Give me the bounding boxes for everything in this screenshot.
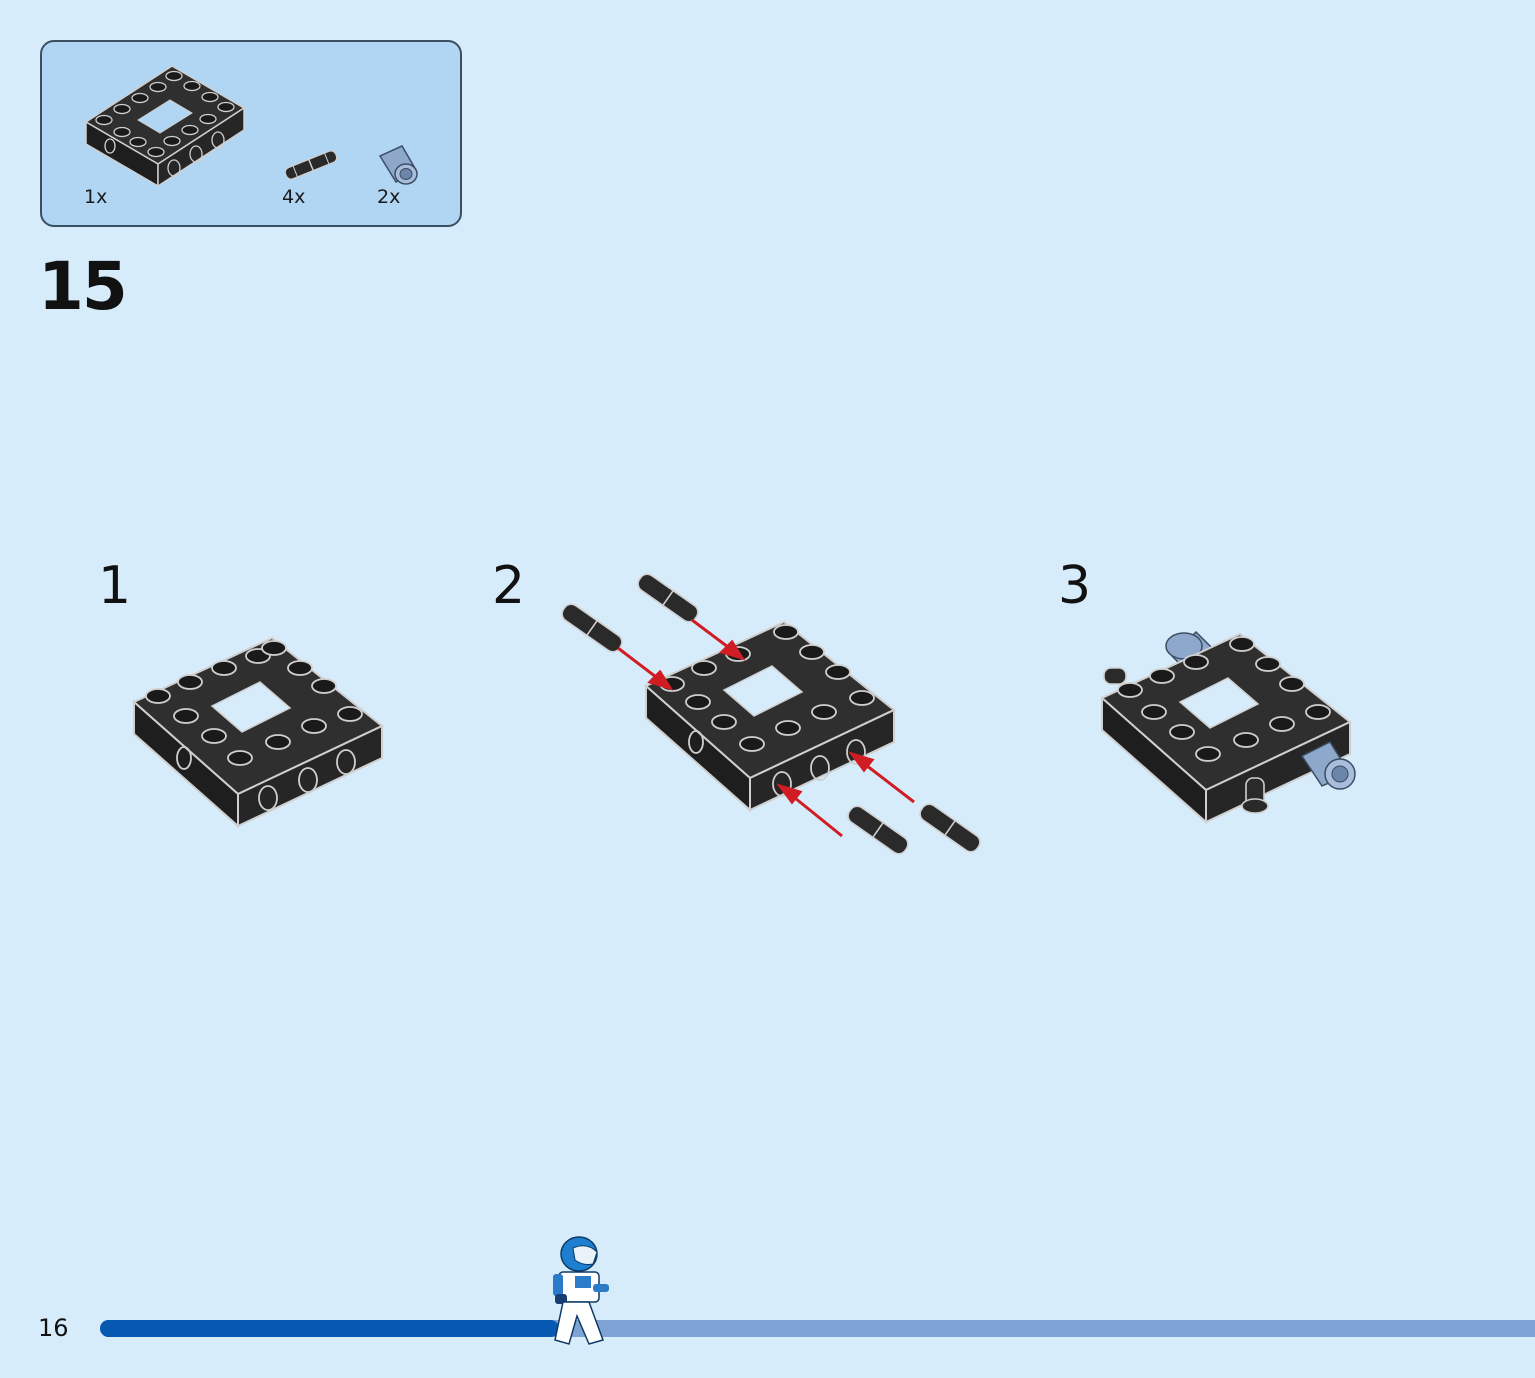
sub-step-number: 2 [492, 556, 526, 616]
page-number: 16 [38, 1314, 69, 1342]
technic-pin-icon [561, 573, 981, 855]
sub-step-number: 3 [1058, 556, 1092, 616]
part-quantity: 2x [377, 186, 401, 208]
bush-icon [1300, 741, 1356, 790]
technic-pin-icon [284, 150, 338, 180]
part-quantity: 4x [282, 186, 306, 208]
progress-bar-fill [100, 1320, 560, 1337]
brick-frame-icon [84, 65, 246, 188]
part-quantity: 1x [84, 186, 108, 208]
sub-step-3-scene [1100, 630, 1356, 825]
progress-bar [100, 1320, 1535, 1337]
sub-step-2-scene [561, 573, 981, 855]
bush-icon [378, 145, 418, 185]
parts-list: 1x 4x 2x [40, 40, 462, 227]
arrow-icon [617, 618, 915, 838]
sub-step-number: 1 [98, 556, 132, 616]
technic-pin-icon [1103, 667, 1269, 814]
step-number: 15 [38, 248, 128, 325]
brick-frame-icon [644, 620, 896, 813]
astronaut-minifig-icon [553, 1236, 609, 1345]
sub-step-1-scene [132, 636, 384, 829]
